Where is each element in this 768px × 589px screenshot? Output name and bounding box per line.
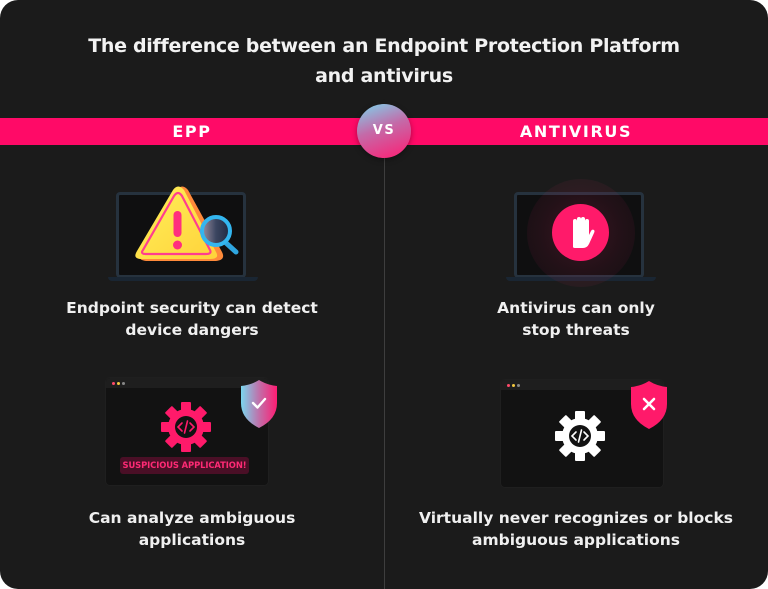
shield-check-icon xyxy=(241,380,277,428)
stop-hand-icon xyxy=(573,217,595,248)
title-line-2: and antivirus xyxy=(315,65,453,87)
caption-line-1: Antivirus can only xyxy=(497,299,655,317)
antivirus-ambiguous-caption: Virtually never recognizes or blocks amb… xyxy=(384,507,768,551)
window-titlebar xyxy=(501,380,663,390)
window-dot-yellow xyxy=(117,382,120,385)
column-divider xyxy=(384,158,385,589)
epp-detect-caption: Endpoint security can detect device dang… xyxy=(0,297,384,341)
title-line-1: The difference between an Endpoint Prote… xyxy=(88,35,680,57)
antivirus-stop-caption: Antivirus can only stop threats xyxy=(384,297,768,341)
column-header-epp: EPP xyxy=(172,122,212,141)
window-dot-red xyxy=(112,382,115,385)
epp-analyze-caption: Can analyze ambiguous applications xyxy=(0,507,384,551)
laptop-base xyxy=(108,277,258,281)
window-dot-gray xyxy=(517,384,520,387)
gear-code-icon xyxy=(161,402,211,452)
laptop-base xyxy=(506,277,656,281)
caption-line-2: ambiguous applications xyxy=(471,531,680,549)
epp-laptop-illustration xyxy=(108,186,258,286)
column-header-antivirus: ANTIVIRUS xyxy=(519,122,633,141)
warning-triangle-with-magnifier-icon xyxy=(135,186,239,261)
caption-line-1: Can analyze ambiguous xyxy=(88,509,296,527)
caption-line-1: Virtually never recognizes or blocks xyxy=(419,509,733,527)
caption-line-2: stop threats xyxy=(522,321,630,339)
suspicious-application-badge: SUSPICIOUS APPLICATION! xyxy=(120,457,249,474)
caption-line-1: Endpoint security can detect xyxy=(66,299,318,317)
window-dot-gray xyxy=(122,382,125,385)
caption-line-2: device dangers xyxy=(125,321,259,339)
window-dot-yellow xyxy=(512,384,515,387)
caption-line-2: applications xyxy=(138,531,246,549)
page-title: The difference between an Endpoint Prote… xyxy=(0,31,768,91)
gear-code-icon xyxy=(555,411,605,461)
shield-x-icon xyxy=(631,381,667,429)
antivirus-laptop-illustration xyxy=(506,179,656,287)
window-dot-red xyxy=(507,384,510,387)
window-titlebar xyxy=(106,378,268,388)
vs-badge: VS xyxy=(357,104,411,158)
